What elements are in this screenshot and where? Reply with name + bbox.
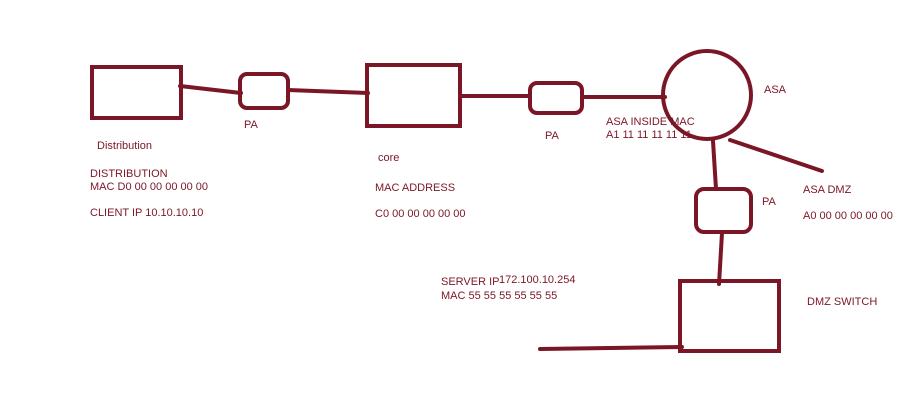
asa-dmz-title: ASA DMZ xyxy=(803,184,852,196)
asa-firewall-circle xyxy=(661,49,753,141)
labels: Distribution PA core PA ASA INSIDE MAC A… xyxy=(90,84,893,308)
core-mac-value: C0 00 00 00 00 00 xyxy=(375,208,466,220)
client-ip: CLIENT IP 10.10.10.10 xyxy=(90,207,203,219)
distribution-caption: Distribution xyxy=(97,140,152,152)
dmz-switch-label: DMZ SWITCH xyxy=(807,296,877,308)
link-pa-dmz-switch xyxy=(717,231,724,286)
pa-box-right xyxy=(694,187,753,234)
server-ip-value: 172.100.10.254 xyxy=(499,274,575,286)
core-mac-title: MAC ADDRESS xyxy=(375,182,455,194)
link-distribution-pa xyxy=(178,84,243,95)
distribution-switch-box xyxy=(90,65,183,120)
link-pa-core xyxy=(286,88,370,95)
dmz-switch-box xyxy=(678,279,781,353)
core-switch-box xyxy=(365,63,462,128)
asa-inside-mac-title: ASA INSIDE MAC xyxy=(606,116,695,128)
pa-left-label: PA xyxy=(244,119,259,131)
asa-dmz-mac: A0 00 00 00 00 00 xyxy=(803,210,893,222)
distribution-mac: MAC D0 00 00 00 00 00 xyxy=(90,181,208,193)
pa-box-left xyxy=(238,72,290,110)
core-caption: core xyxy=(378,152,399,164)
server-ip-label: SERVER IP xyxy=(441,276,500,288)
link-asa-dmz-stub xyxy=(728,138,824,173)
pa-box-middle xyxy=(528,81,584,115)
connections xyxy=(178,84,824,351)
asa-inside-mac-value: A1 11 11 11 11 11 xyxy=(606,129,692,141)
link-dmz-switch-server xyxy=(538,345,684,351)
asa-label: ASA xyxy=(764,84,787,96)
distribution-title: DISTRIBUTION xyxy=(90,168,168,180)
pa-middle-label: PA xyxy=(545,130,560,142)
link-asa-pa xyxy=(711,139,718,191)
server-mac: MAC 55 55 55 55 55 55 xyxy=(441,290,557,302)
pa-right-label: PA xyxy=(762,196,777,208)
